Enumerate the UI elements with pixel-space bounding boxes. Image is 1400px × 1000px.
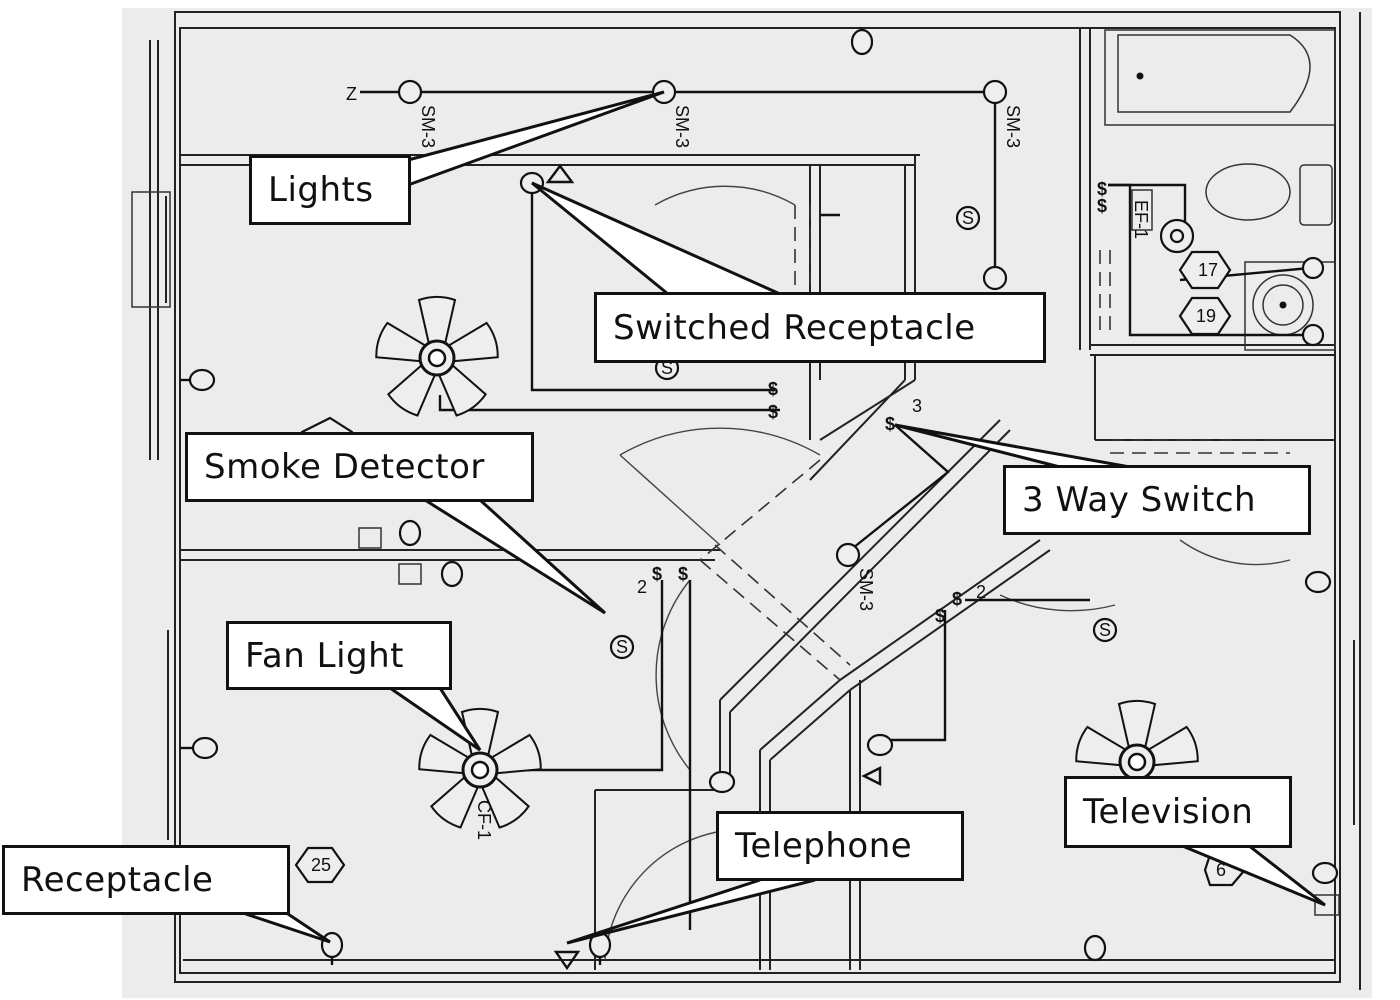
svg-text:S: S (661, 358, 673, 378)
svg-text:$: $ (885, 414, 895, 434)
receptacle (440, 560, 464, 588)
ceiling-fan-tag: CF-1 (474, 800, 494, 840)
door-swings (604, 185, 1291, 961)
svg-text:$: $ (1097, 179, 1107, 199)
light-fixture-tag: SM-3 (418, 105, 438, 148)
bathtub (1104, 29, 1336, 126)
callout-tails (239, 90, 1326, 945)
svg-text:$: $ (768, 379, 778, 399)
receptacle (1083, 934, 1107, 962)
receptacle (866, 733, 894, 757)
light-fixture-tag: SM-3 (856, 568, 876, 611)
dashed-openings (699, 205, 1290, 681)
receptacle (1311, 861, 1339, 885)
receptacle (398, 519, 422, 547)
light-fixture: SM-3 (651, 79, 692, 148)
callout-fan-light: Fan Light (226, 621, 452, 690)
fan-light-callout-tail (389, 686, 482, 752)
keynote-hex-17: 17 (1178, 250, 1232, 290)
smoke-detector: S (1092, 617, 1118, 643)
light-fixture (982, 265, 1008, 291)
receptacle (708, 770, 736, 794)
lights-callout-tail (407, 90, 665, 187)
light-fixture-tag: SM-3 (672, 105, 692, 148)
switched-receptacle-callout-tail (531, 181, 781, 296)
light-fixture-tag: SM-3 (1003, 105, 1023, 148)
svg-text:EF-1: EF-1 (1131, 200, 1151, 239)
smoke-detector: S (609, 634, 635, 660)
callout-three-way-switch: 3 Way Switch (1003, 465, 1311, 535)
toilet (1205, 163, 1333, 226)
tv-outlet (358, 527, 1340, 916)
receptacle-callout-tail (239, 910, 331, 944)
callout-telephone: Telephone (716, 811, 964, 881)
light-fixture: SM-3 (982, 79, 1023, 148)
switch-group: $ $ $ $ 2 $ 3 $ $ 2 $ $ (637, 179, 1107, 626)
svg-text:S: S (962, 208, 974, 228)
svg-text:25: 25 (311, 855, 331, 875)
receptacle (850, 28, 874, 56)
callout-lights: Lights (249, 155, 411, 225)
callout-switched-receptacle: Switched Receptacle (594, 292, 1046, 363)
keynote-hex-25: 25 (294, 846, 346, 884)
ceiling-fan (1075, 699, 1199, 781)
svg-text:$: $ (768, 402, 778, 422)
window-left-upper (131, 191, 171, 308)
ceiling-fan (418, 707, 542, 829)
ceiling-fan (375, 295, 499, 417)
svg-text:2: 2 (637, 577, 647, 597)
home-run-marker: Z (346, 84, 357, 104)
callout-television: Television (1064, 776, 1292, 848)
svg-text:2: 2 (976, 582, 986, 602)
three-way-switch-callout-tail (894, 423, 1131, 469)
telephone-callout-tail (566, 878, 816, 945)
receptacle (1301, 256, 1325, 347)
keynote-hex-19: 19 (1178, 296, 1232, 336)
svg-text:$: $ (1097, 196, 1107, 216)
exterior-walls (149, 11, 1361, 990)
svg-text:S: S (616, 637, 628, 657)
exhaust-fan: EF-1 (1131, 189, 1195, 254)
svg-text:$: $ (952, 589, 962, 609)
callout-smoke-detector: Smoke Detector (185, 432, 534, 502)
television-callout-tail (1179, 843, 1326, 907)
svg-text:3: 3 (912, 396, 922, 416)
svg-text:$: $ (678, 564, 688, 584)
light-fixture: SM-3 (397, 79, 438, 148)
light-fixture: SM-3 (835, 542, 876, 611)
telephone-jack (553, 950, 581, 971)
smoke-detector: S (955, 205, 981, 231)
receptacle (1304, 570, 1332, 594)
svg-text:$: $ (935, 606, 945, 626)
receptacle (180, 736, 219, 760)
svg-text:17: 17 (1198, 260, 1218, 280)
smoke-detector-callout-tail (424, 498, 607, 615)
telephone-jack (861, 766, 882, 786)
svg-text:19: 19 (1196, 306, 1216, 326)
callout-receptacle: Receptacle (2, 845, 290, 915)
svg-text:6: 6 (1216, 860, 1226, 880)
svg-text:S: S (1099, 620, 1111, 640)
receptacle (180, 368, 216, 392)
svg-text:$: $ (652, 564, 662, 584)
